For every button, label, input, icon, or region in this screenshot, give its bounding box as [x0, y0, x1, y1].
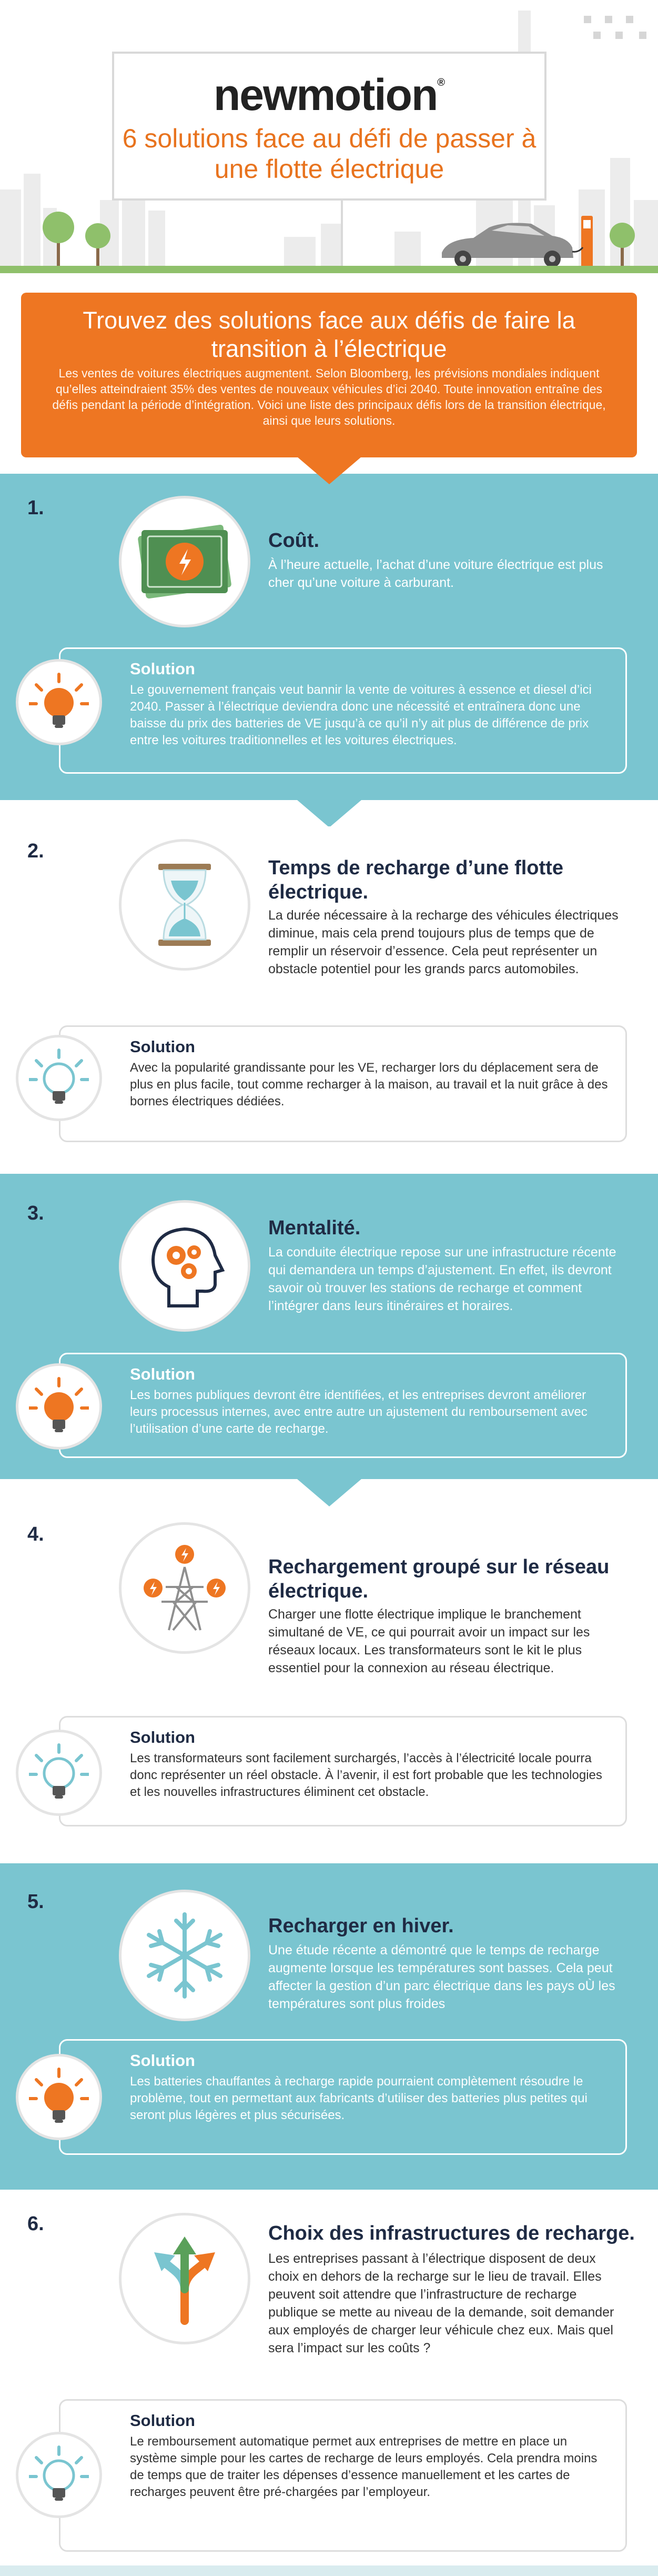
- solution-title: Solution: [130, 1728, 195, 1746]
- section-pointer: [297, 1826, 361, 1854]
- challenge-title: Coût.: [268, 530, 320, 552]
- header: newmotion® 6 solutions face au défi de p…: [0, 0, 658, 295]
- solution-box: Solution Les batteries chauffantes à rec…: [59, 2039, 627, 2155]
- solution-title: Solution: [130, 660, 195, 678]
- challenge-text: Une étude récente a démontré que le temp…: [268, 1943, 615, 2011]
- money-icon: [138, 524, 231, 599]
- solution-box: Solution Les transformateurs sont facile…: [59, 1716, 627, 1826]
- challenge-section-2: 2. Temps de recharge d’une flotte électr…: [0, 826, 658, 1170]
- lightbulb-teal-icon: [16, 2432, 102, 2518]
- solution-title: Solution: [130, 1037, 195, 1056]
- solution-text: Les bornes publiques devront être identi…: [130, 1388, 588, 1436]
- direction-arrows-icon: [154, 2236, 215, 2325]
- challenge-number: 3.: [27, 1202, 44, 1224]
- head-gears-icon: [151, 1227, 225, 1307]
- challenge-icon-circle: [119, 2213, 250, 2344]
- lightbulb-teal-icon: [16, 1730, 102, 1816]
- city-skyline-illustration: [0, 11, 658, 268]
- challenge-icon-circle: [119, 839, 250, 971]
- grass-ground: [0, 266, 658, 273]
- solution-text: Les transformateurs sont facilement surc…: [130, 1751, 602, 1799]
- challenge-number: 2.: [27, 840, 44, 862]
- challenge-title: Temps de recharge d’une flotte électriqu…: [268, 857, 563, 903]
- solution-box: Solution Le remboursement automatique pe…: [59, 2399, 627, 2552]
- solution-text: Le remboursement automatique permet aux …: [130, 2434, 598, 2499]
- intro-title: Trouvez des solutions face aux défis de …: [83, 307, 575, 362]
- solution-text: Les batteries chauffantes à recharge rap…: [130, 2074, 588, 2122]
- challenge-text: Les entreprises passant à l’électrique d…: [268, 2251, 614, 2355]
- challenge-number: 1.: [27, 497, 44, 519]
- power-pylon-icon: [144, 1545, 226, 1631]
- solution-title: Solution: [130, 1365, 195, 1383]
- challenge-icon-circle: [119, 1522, 250, 1654]
- challenge-text: Charger une flotte électrique implique l…: [268, 1607, 590, 1675]
- solution-box: Solution Avec la popularité grandissante…: [59, 1025, 627, 1142]
- lightbulb-orange-icon: [16, 2054, 102, 2140]
- challenge-section-6: 6. Choix des infrastructures de recharge…: [0, 2190, 658, 2576]
- intro-text: Les ventes de voitures électriques augme…: [52, 366, 606, 427]
- solution-box: Solution Le gouvernement français veut b…: [59, 647, 627, 774]
- challenge-icon-circle: [119, 1890, 250, 2021]
- challenge-title: Recharger en hiver.: [268, 1915, 454, 1937]
- challenge-title: Mentalité.: [268, 1217, 361, 1239]
- challenge-title: Choix des infrastructures de recharge.: [268, 2222, 635, 2244]
- snowflake-icon: [147, 1912, 222, 1999]
- section-pointer: [297, 800, 361, 827]
- challenge-section-1: 1. Coût. À l’heure actuelle, l’achat d’u…: [0, 474, 658, 827]
- section-pointer: [297, 1142, 361, 1170]
- newmotion-logo: newmotion®: [213, 70, 446, 119]
- lightbulb-orange-icon: [16, 659, 102, 745]
- lightbulb-orange-icon: [16, 1363, 102, 1450]
- challenge-section-5: 5. Recharger en hiver. Une étude récente…: [0, 1863, 658, 2217]
- solution-text: Avec la popularité grandissante pour les…: [130, 1061, 608, 1109]
- challenge-section-3: 3. Mentalité. La conduite électrique rep…: [0, 1174, 658, 1506]
- lightbulb-teal-icon: [16, 1035, 102, 1121]
- challenge-text: La conduite électrique repose sur une in…: [268, 1245, 616, 1313]
- challenge-number: 5.: [27, 1891, 44, 1913]
- challenge-text: À l’heure actuelle, l’achat d’une voitur…: [268, 557, 603, 590]
- challenge-text: La durée nécessaire à la recharge des vé…: [268, 908, 619, 976]
- footer-strip: [0, 2565, 658, 2576]
- challenge-number: 6.: [27, 2213, 44, 2235]
- solution-title: Solution: [130, 2051, 195, 2070]
- solution-box: Solution Les bornes publiques devront êt…: [59, 1353, 627, 1458]
- challenge-icon-circle: [119, 1200, 250, 1332]
- page-title: 6 solutions face au défi de passer à une…: [122, 124, 536, 184]
- challenge-number: 4.: [27, 1523, 44, 1545]
- challenge-title: Rechargement groupé sur le réseau électr…: [268, 1556, 610, 1602]
- solution-text: Le gouvernement français veut bannir la …: [130, 683, 592, 747]
- intro-pointer: [297, 457, 361, 484]
- solution-title: Solution: [130, 2411, 195, 2430]
- section-pointer: [297, 1479, 361, 1506]
- title-box: newmotion® 6 solutions face au défi de p…: [112, 52, 546, 201]
- challenge-icon-circle: [119, 496, 250, 627]
- intro-banner: Trouvez des solutions face aux défis de …: [21, 293, 637, 457]
- hourglass-icon: [158, 864, 211, 946]
- challenge-section-4: 4. Rechargement groupé sur le réseau éle…: [0, 1511, 658, 1854]
